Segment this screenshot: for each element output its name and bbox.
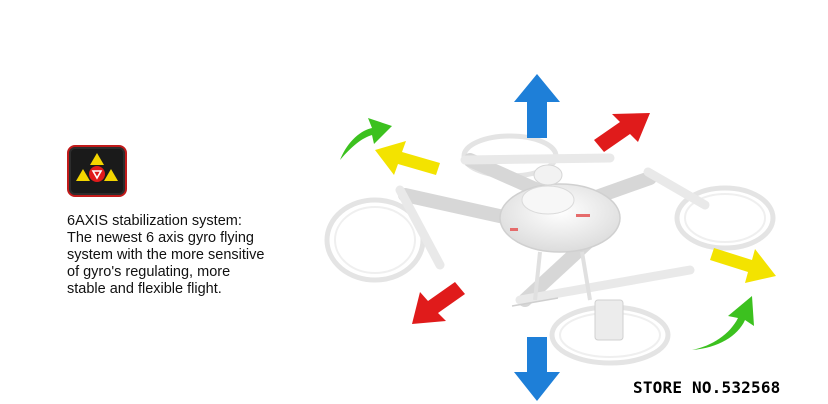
description-line-4: of gyro's regulating, more [67,264,231,280]
description-line-1: 6AXIS stabilization system: [67,213,242,229]
arrow-up-right-icon [594,113,650,152]
description-line-3: system with the more sensitive [67,247,265,263]
description-line-2: The newest 6 axis gyro flying [67,230,254,246]
arrow-right-yellow-icon [710,248,776,283]
arrow-rotate-green-lower-icon [692,296,754,350]
arrow-down-icon [514,337,560,401]
arrow-up-icon [514,74,560,138]
arrow-rotate-green-upper-icon [340,118,392,160]
store-watermark: STORE NO.532568 [633,378,781,397]
gyro-logo-badge [67,145,127,197]
triangle-emblem-icon [76,153,118,182]
arrow-down-left-icon [412,282,465,324]
arrow-left-yellow-icon [375,141,440,175]
feature-description: 6AXIS stabilization system: The newest 6… [67,213,327,298]
description-line-5: stable and flexible flight. [67,281,222,297]
